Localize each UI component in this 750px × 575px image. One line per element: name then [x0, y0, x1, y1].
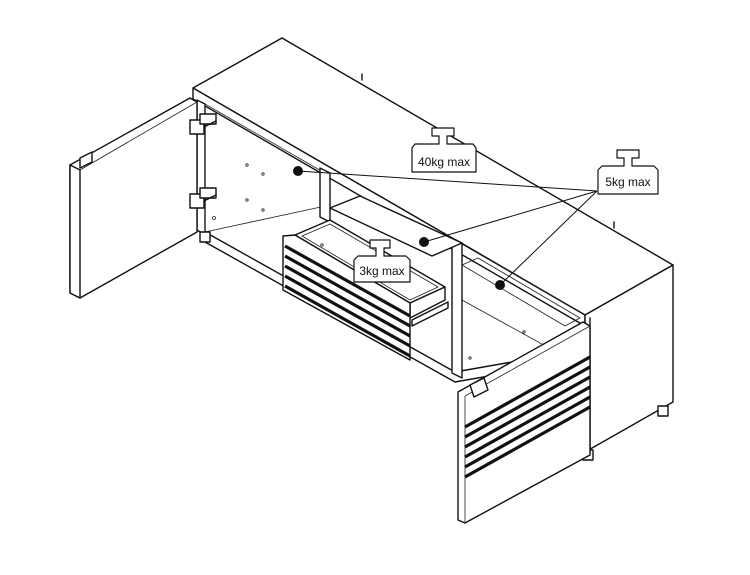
left-divider — [319, 167, 331, 223]
weight-callout-top: 40kg max — [411, 127, 477, 173]
top-load-label: 40kg max — [418, 155, 470, 169]
foot-back-right — [657, 405, 669, 417]
left-door — [69, 97, 217, 299]
drawer-front-slats — [284, 244, 411, 358]
weight-icon-3kg — [353, 239, 411, 283]
middle-divider — [451, 237, 463, 379]
shelf-load-label: 5kg max — [605, 175, 650, 189]
weight-callout-shelf: 5kg max — [597, 149, 659, 195]
hinge-top — [189, 113, 217, 135]
hinge-bottom — [189, 187, 217, 209]
drawer-load-label: 3kg max — [359, 264, 404, 278]
cabinet-body — [192, 37, 674, 461]
weight-icon-5kg — [597, 149, 659, 195]
right-door — [457, 321, 591, 524]
weight-icon-40kg — [411, 127, 477, 173]
right-door-slats — [464, 355, 591, 479]
load-points — [293, 166, 598, 290]
weight-callout-drawer: 3kg max — [353, 239, 411, 283]
foot-left — [199, 231, 211, 243]
left-door-panel — [69, 97, 198, 299]
